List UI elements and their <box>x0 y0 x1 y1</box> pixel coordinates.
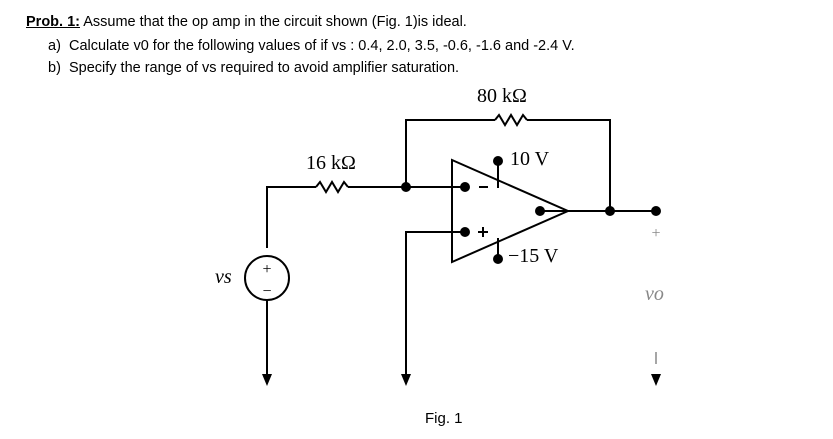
op-amp-triangle <box>451 158 571 264</box>
positive-supply-label: 10 V <box>510 148 550 170</box>
source-minus-sign: − <box>262 283 271 300</box>
part-b-text: Specify the range of vs required to avoi… <box>68 60 460 76</box>
negative-supply-label: −15 V <box>508 245 559 267</box>
junction-dot-output <box>605 206 615 216</box>
problem-statement: Assume that the op amp in the circuit sh… <box>83 14 467 30</box>
part-b: b) Specify the range of vs required to a… <box>48 60 459 76</box>
problem-label: Prob. 1: <box>26 14 80 30</box>
ground-arrow-source <box>262 374 272 386</box>
input-resistor <box>315 180 349 194</box>
output-terminal-dot <box>651 206 661 216</box>
noninverting-wire <box>405 231 465 378</box>
feedback-resistor-label: 80 kΩ <box>477 85 527 107</box>
noninverting-input-dot <box>460 227 470 237</box>
source-voltage-label: vs <box>215 266 232 288</box>
problem-title: Prob. 1: Assume that the op amp in the c… <box>26 14 467 30</box>
source-plus-sign: + <box>262 261 271 278</box>
output-voltage-label: vo <box>645 283 664 305</box>
part-a-marker: a) <box>48 38 61 54</box>
part-a: a) Calculate v0 for the following values… <box>48 38 575 54</box>
feedback-wire-left <box>405 119 495 187</box>
ground-arrow-noninverting <box>401 374 411 386</box>
feedback-wire-right <box>527 119 611 210</box>
figure-caption: Fig. 1 <box>425 410 463 427</box>
part-b-marker: b) <box>48 60 61 76</box>
positive-supply-dot <box>493 156 503 166</box>
output-dot <box>535 206 545 216</box>
junction-dot-input <box>401 182 411 192</box>
part-a-text: Calculate v0 for the following values of… <box>68 38 575 54</box>
negative-supply-dot <box>493 254 503 264</box>
input-resistor-label: 16 kΩ <box>306 152 356 174</box>
output-plus-sign: + <box>651 225 660 242</box>
inverting-input-dot <box>460 182 470 192</box>
source-wire-top <box>266 186 316 248</box>
feedback-resistor <box>494 113 528 127</box>
ground-arrow-output <box>651 374 661 386</box>
